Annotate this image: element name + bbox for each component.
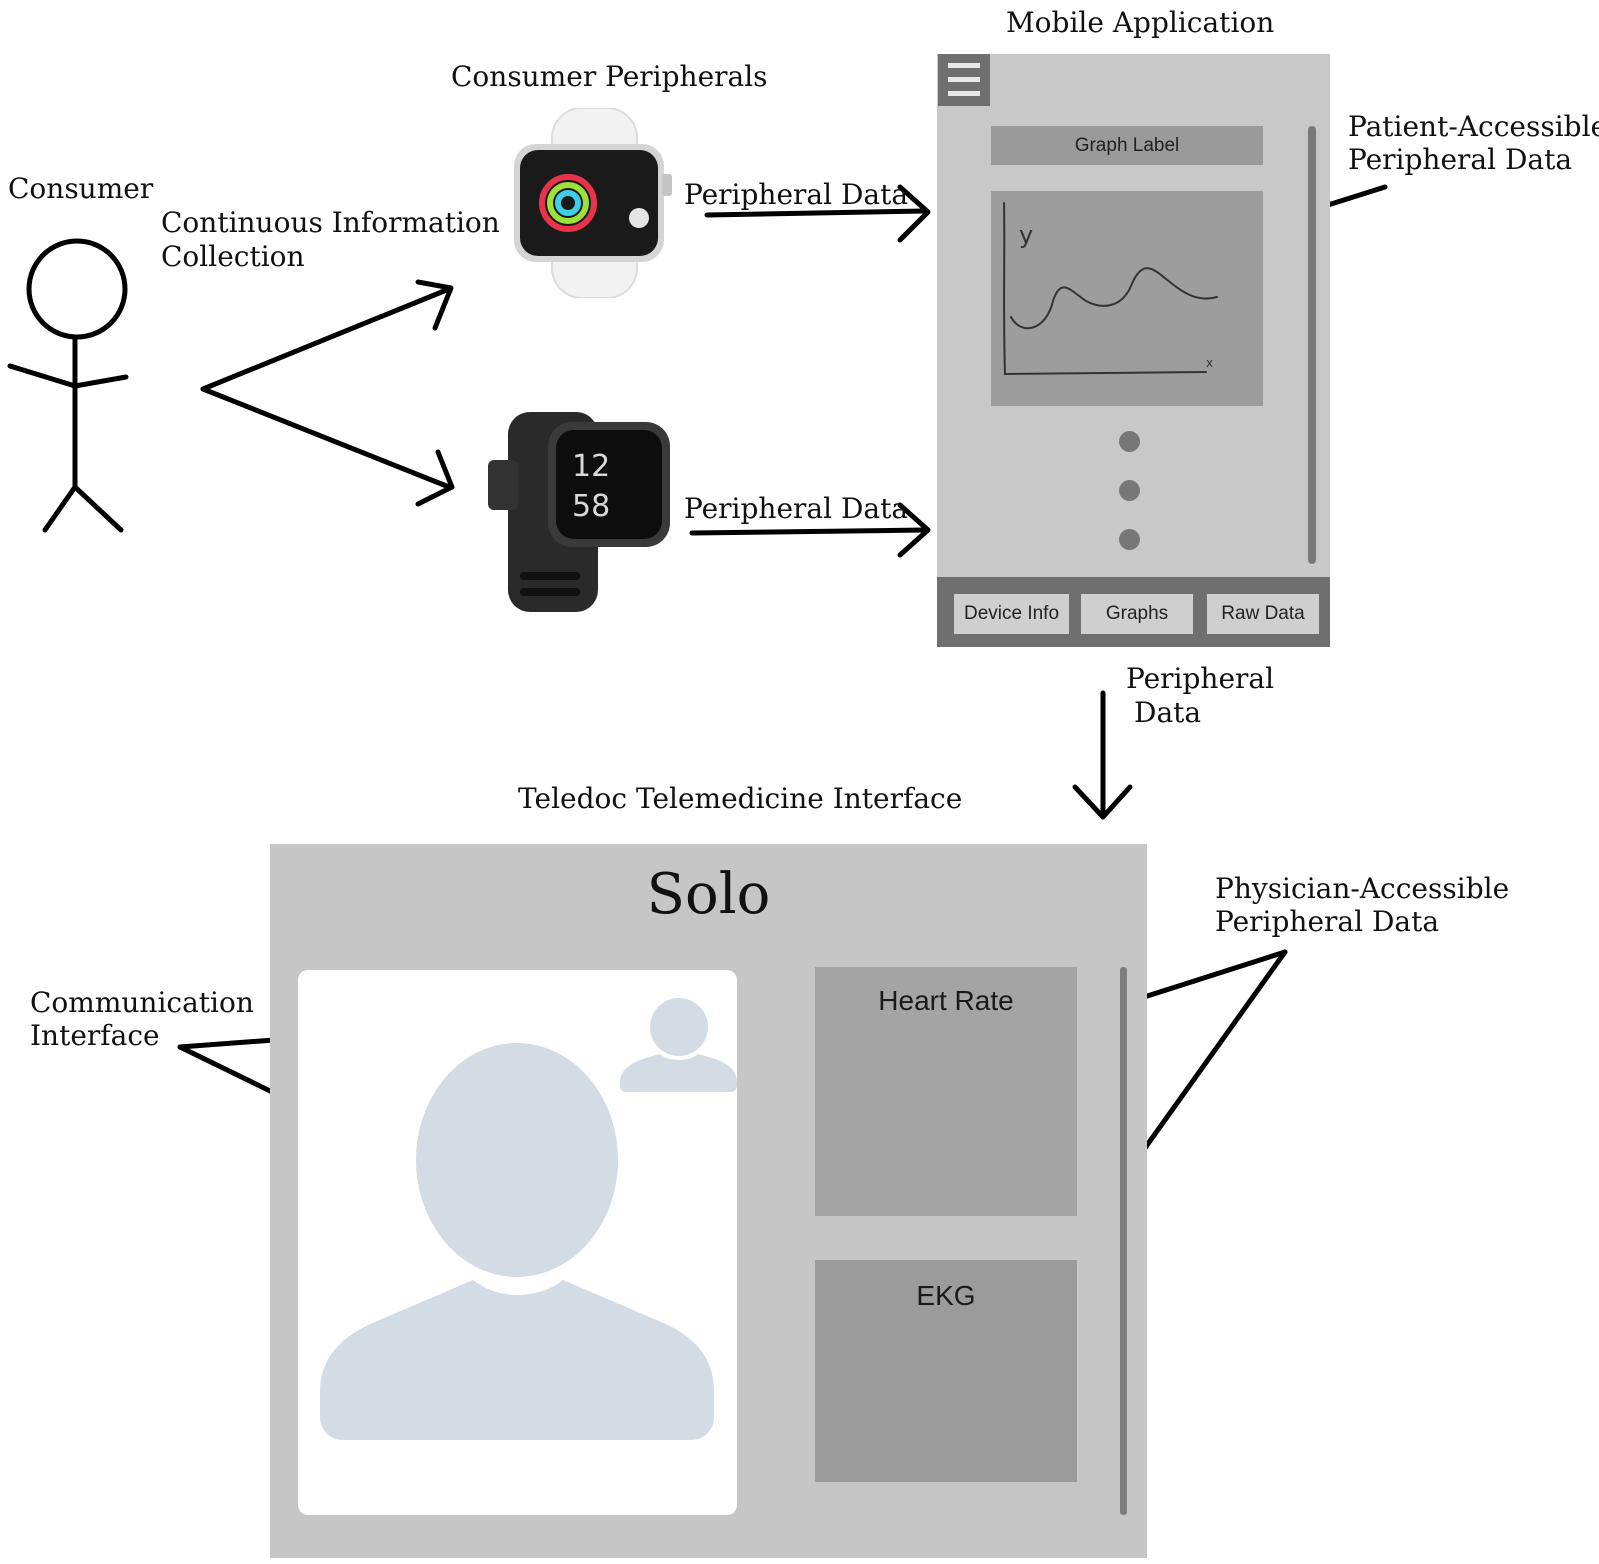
pagination-dot xyxy=(1119,431,1140,452)
tab-graphs[interactable]: Graphs xyxy=(1081,594,1193,634)
consumer-arm-left xyxy=(7,363,78,389)
arrowhead-top-watch xyxy=(415,279,454,331)
continuous-info-label-line1: Continuous Information xyxy=(161,206,500,239)
consumer-arm-right xyxy=(72,374,129,389)
arrow-to-bottom-watch xyxy=(200,386,452,490)
self-avatar-head xyxy=(650,998,708,1056)
smartwatch-white-image xyxy=(514,108,672,298)
watch-hour: 12 xyxy=(572,449,610,484)
self-avatar-body xyxy=(620,1054,737,1092)
graph-label: Graph Label xyxy=(991,126,1263,165)
graph-area: y x xyxy=(991,191,1263,406)
watch-minute: 58 xyxy=(572,489,610,524)
remote-avatar-head xyxy=(416,1043,618,1277)
tab-raw-data[interactable]: Raw Data xyxy=(1207,594,1319,634)
arrow-top-peripheral xyxy=(704,208,928,218)
arrowhead-top-peripheral xyxy=(897,184,931,243)
consumer-peripherals-label: Consumer Peripherals xyxy=(451,60,768,93)
communication-interface-label-line1: Communication xyxy=(30,986,254,1019)
remote-avatar-body xyxy=(320,1280,714,1440)
tab-device-info[interactable]: Device Info xyxy=(954,594,1069,634)
peripheral-data-bottom-label: Peripheral Data xyxy=(684,492,909,525)
heart-rate-title: Heart Rate xyxy=(878,985,1014,1016)
pagination-dot xyxy=(1119,480,1140,501)
physician-accessible-label-line2: Peripheral Data xyxy=(1215,905,1440,938)
activity-rings xyxy=(539,174,597,232)
video-call-panel[interactable] xyxy=(298,970,737,1515)
teledoc-scrollbar[interactable] xyxy=(1120,967,1127,1515)
mobile-application-label: Mobile Application xyxy=(1006,6,1275,39)
hamburger-menu-icon[interactable] xyxy=(938,54,990,106)
peripheral-data-top-label: Peripheral Data xyxy=(684,178,909,211)
smartwatch-black-image: 12 58 xyxy=(488,412,670,612)
patient-accessible-label-line1: Patient-Accessible xyxy=(1348,110,1599,143)
ekg-panel[interactable]: EKG xyxy=(815,1260,1077,1482)
teledoc-interface-label: Teledoc Telemedicine Interface xyxy=(518,782,963,815)
consumer-leg-left xyxy=(42,484,78,533)
arrowhead-down-teledoc xyxy=(1072,784,1133,820)
ekg-title: EKG xyxy=(916,1280,976,1311)
consumer-head xyxy=(26,238,128,340)
pagination-dot xyxy=(1119,529,1140,550)
graph-y-label: y xyxy=(1019,221,1033,249)
arrow-bottom-peripheral xyxy=(689,527,928,536)
hand-drawn-graph: y x xyxy=(1003,202,1218,376)
mobile-scrollbar[interactable] xyxy=(1308,126,1316,564)
consumer-leg-right xyxy=(72,484,124,533)
heart-rate-panel[interactable]: Heart Rate xyxy=(815,967,1077,1216)
continuous-info-label-line2: Collection xyxy=(161,240,305,273)
peripheral-data-down-label-line1: Peripheral xyxy=(1126,662,1275,695)
consumer-label: Consumer xyxy=(8,172,154,205)
patient-accessible-label-line2: Peripheral Data xyxy=(1348,143,1573,176)
physician-accessible-label-line1: Physician-Accessible xyxy=(1215,872,1510,905)
arrowhead-bottom-watch xyxy=(415,449,455,507)
video-avatars xyxy=(320,998,737,1440)
arrow-to-top-watch xyxy=(200,286,452,392)
communication-interface-label-line2: Interface xyxy=(30,1019,160,1052)
teledoc-title: Solo xyxy=(646,862,771,927)
graph-x-label: x xyxy=(1206,356,1213,370)
peripheral-data-down-label-line2: Data xyxy=(1134,696,1202,729)
arrowhead-bottom-peripheral xyxy=(897,502,931,558)
